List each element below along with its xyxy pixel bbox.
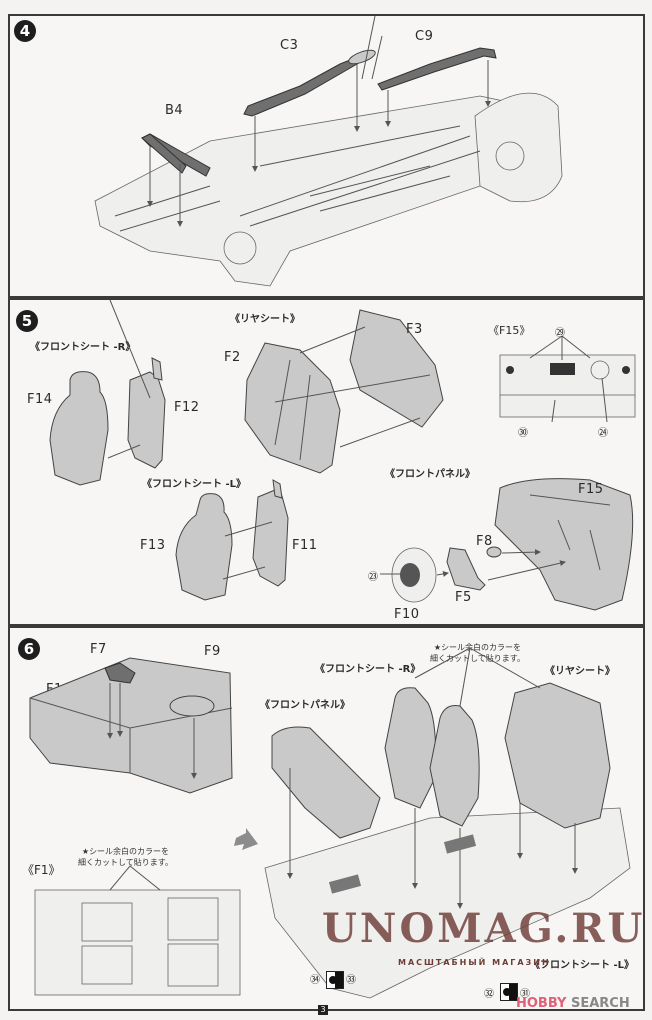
step-5-badge: 5	[16, 310, 38, 332]
part-label-f10: F10	[394, 607, 420, 622]
step-4-panel: 4 C3 C9 B4	[8, 14, 645, 298]
part-label-f12: F12	[174, 400, 200, 415]
part-label-f3: F3	[406, 322, 423, 337]
decal-number-24: ㉔	[598, 428, 608, 439]
part-label-f15: F15	[578, 482, 604, 497]
hobby-search-logo: HOBBY SEARCH	[516, 996, 630, 1011]
sticker-note-seats: ★シール余白のカラーを 細くカットして貼ります。	[430, 643, 525, 663]
part-label-f2: F2	[224, 350, 241, 365]
seats-and-panel-illustration	[49, 299, 636, 611]
group-label-front-seat-l: 《フロントシート -L》	[142, 479, 247, 490]
decal-number-34: ㉞	[310, 975, 320, 986]
interior-assembly-illustration	[29, 647, 631, 999]
page-number: 3	[318, 1005, 328, 1015]
part-label-f8: F8	[476, 534, 493, 549]
group-label-front-seat-r-6: 《フロントシート -R》	[315, 664, 421, 675]
watermark-unomag: UNOMAG.RU	[322, 905, 646, 952]
decal-number-33: ㉝	[346, 975, 356, 986]
hobby-brand: HOBBY	[516, 996, 567, 1011]
group-label-front-panel: 《フロントパネル》	[385, 469, 475, 480]
step-6-badge: 6	[18, 638, 40, 660]
part-label-f7: F7	[90, 642, 107, 657]
decal-number-30: ㉚	[518, 428, 528, 439]
step-4-badge: 4	[14, 20, 36, 42]
part-label-f9: F9	[204, 644, 221, 659]
decal-number-23: ㉓	[368, 572, 378, 583]
step-6-panel: 6 F7 F9 F1 《F1》 ★シール余白のカラーを 細くカットして貼ります。…	[8, 626, 645, 1011]
part-label-f11: F11	[292, 538, 318, 553]
group-label-front-panel-6: 《フロントパネル》	[260, 700, 350, 711]
part-label-f14: F14	[27, 392, 53, 407]
decal-number-31: ㉛	[520, 989, 530, 1000]
part-label-c3: C3	[280, 38, 299, 53]
group-label-f15-detail: 《F15》	[488, 324, 531, 337]
part-label-f5: F5	[455, 590, 472, 605]
group-label-front-seat-l-6: 《フロントシート -L》	[530, 960, 635, 971]
group-label-f1-detail: 《F1》	[22, 863, 61, 877]
step-5-panel: 5 《フロントシート -R》 《リヤシート》 《フロントシート -L》 《フロン…	[8, 298, 645, 626]
group-label-front-seat-r: 《フロントシート -R》	[30, 342, 136, 353]
group-label-rear-seat-6: 《リヤシート》	[545, 666, 615, 677]
sticker-note-f1: ★シール余白のカラーを 細くカットして貼ります。	[78, 847, 173, 867]
hobby-suffix: SEARCH	[570, 996, 630, 1011]
decal-number-32: ㉜	[484, 989, 494, 1000]
sticker-color-swatch-34-33	[326, 971, 344, 989]
part-label-b4: B4	[165, 103, 184, 118]
sticker-color-swatch-32-31	[500, 983, 518, 1001]
watermark-subtitle: МАСШТАБНЫЙ МАГАЗИН	[398, 958, 551, 967]
part-label-f13: F13	[140, 538, 166, 553]
chassis-underbody-illustration	[94, 15, 563, 287]
group-label-rear-seat: 《リヤシート》	[230, 314, 300, 325]
decal-number-29: ㉙	[555, 328, 565, 339]
part-label-c9: C9	[415, 29, 434, 44]
